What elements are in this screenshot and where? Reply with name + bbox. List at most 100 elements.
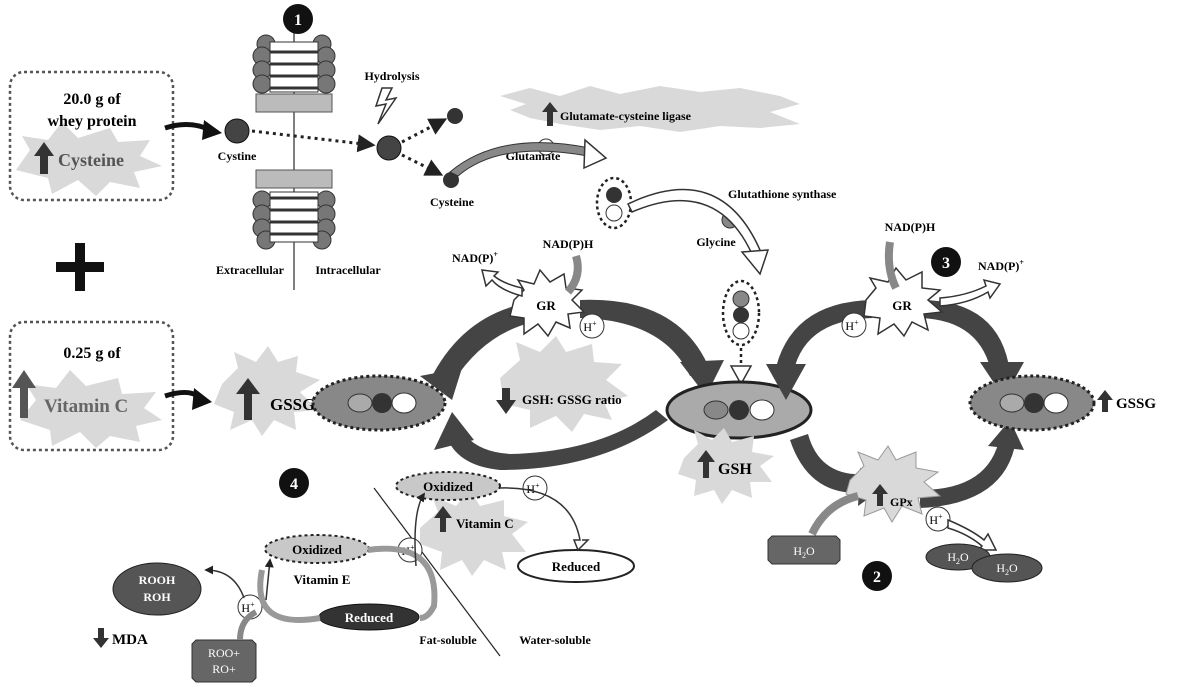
molecule-white xyxy=(1043,392,1069,414)
hplus-icon xyxy=(579,313,605,339)
gssg-left-label: GSSG xyxy=(270,395,315,414)
arrow-icon xyxy=(564,254,582,295)
arrow-icon xyxy=(237,609,258,641)
glycine-label: Glycine xyxy=(696,235,736,249)
up-arrow-icon xyxy=(542,102,558,126)
up-arrow-icon xyxy=(872,484,888,506)
nadp-left-label: NAD(P)+ xyxy=(452,250,498,265)
hollow-arrow-icon xyxy=(264,558,274,601)
membrane-divider xyxy=(373,487,501,657)
up-arrow-icon xyxy=(236,378,260,420)
h2o-label: H2O xyxy=(947,550,969,566)
synthase-label: Glutathione synthase xyxy=(728,187,837,201)
arrowhead-icon xyxy=(434,412,474,450)
molecule-dark xyxy=(606,187,622,203)
cycle-arrow-icon xyxy=(580,299,710,376)
roo-label: ROO+ xyxy=(208,646,240,660)
arrowhead-icon xyxy=(583,138,608,170)
hplus-label: H+ xyxy=(583,319,597,334)
reduced-c-label: Reduced xyxy=(552,559,601,574)
nadph-right-label: NAD(P)H xyxy=(885,220,936,234)
vitamin-c-box: 0.25 g of Vitamin C xyxy=(8,320,175,452)
cystine-label: Cystine xyxy=(218,149,257,163)
molecule-gray xyxy=(347,393,373,413)
down-arrow-icon xyxy=(496,388,516,414)
whey-amount-text: 20.0 g of xyxy=(63,91,121,108)
hplus-icon xyxy=(925,506,951,532)
up-arrow-icon xyxy=(697,450,715,478)
h2o-label: H2O xyxy=(996,561,1018,577)
molecule-dark xyxy=(729,400,749,420)
arrowhead-icon xyxy=(680,360,724,396)
hplus-icon xyxy=(841,312,867,338)
molecule-gray xyxy=(999,393,1025,413)
ligase-label: Glutamate-cysteine ligase xyxy=(560,109,692,123)
down-arrow-icon xyxy=(93,628,109,648)
hplus-label: H+ xyxy=(526,481,540,496)
gr-left-burst xyxy=(509,268,586,338)
cysteine-label: Cysteine xyxy=(430,195,475,209)
svg-text:H2O: H2O xyxy=(793,544,815,560)
mda-label: MDA xyxy=(112,632,148,648)
fat-soluble-label: Fat-soluble xyxy=(419,633,477,647)
arrow-icon xyxy=(257,569,321,623)
gr-right-label: GR xyxy=(892,298,912,313)
plus-icon xyxy=(56,243,104,291)
whey-name-text: whey protein xyxy=(47,113,136,130)
cycle-arrow-icon xyxy=(790,434,870,493)
nadp-right-label: NAD(P)+ xyxy=(978,258,1024,273)
oxidized-e-label: Oxidized xyxy=(292,542,343,557)
vitamin-c-center-burst xyxy=(420,490,528,576)
arrowhead-icon xyxy=(988,420,1024,450)
arrowhead-icon xyxy=(202,120,222,140)
ratio-burst xyxy=(500,336,628,432)
molecule-white xyxy=(391,392,417,414)
rooh-ellipse xyxy=(112,562,202,616)
glutamate-label: Glutamate xyxy=(506,149,561,163)
up-arrow-icon xyxy=(34,142,54,174)
vitamin-c-text: Vitamin C xyxy=(44,396,128,417)
membrane-transporter: Extracellular Intracellular xyxy=(216,30,381,290)
arrowhead-icon xyxy=(740,249,770,276)
hydrolysis-label: Hydrolysis xyxy=(364,69,419,83)
cysteine-molecule xyxy=(443,172,459,188)
arrow-icon xyxy=(808,492,860,536)
nadph-left-label: NAD(P)H xyxy=(543,237,594,251)
svg-text:4: 4 xyxy=(290,476,298,493)
cysteine-molecule xyxy=(447,108,463,124)
cycle-arrow-icon xyxy=(920,300,1010,376)
svg-text:2: 2 xyxy=(873,569,881,586)
up-arrow-icon xyxy=(12,370,36,418)
svg-text:3: 3 xyxy=(942,255,950,272)
extracellular-label: Extracellular xyxy=(216,263,285,277)
arrowhead-icon xyxy=(420,368,462,400)
cystine-molecule xyxy=(224,118,250,144)
cycle-arrow-icon xyxy=(920,436,1016,508)
reduced-c-ellipse xyxy=(517,549,635,583)
arrowhead-icon xyxy=(766,364,806,400)
cysteine-burst xyxy=(16,122,162,196)
rooh-label: ROOH xyxy=(139,573,176,587)
cystine-molecule xyxy=(376,135,402,161)
hollow-arrow-icon xyxy=(939,278,1002,307)
h2o-ellipse xyxy=(971,553,1043,583)
gpx-burst xyxy=(845,445,942,523)
step-1-badge: 1 xyxy=(283,4,313,34)
intracellular-label: Intracellular xyxy=(315,263,381,277)
vitamin-c-burst xyxy=(20,370,162,448)
hollow-arrow-icon xyxy=(947,518,998,551)
vitc-amount-text: 0.25 g of xyxy=(63,345,121,362)
h2o2-badge: H2O xyxy=(767,535,841,565)
hplus-label: H+ xyxy=(929,512,943,527)
arrow-icon xyxy=(884,241,900,290)
cysteine-text: Cysteine xyxy=(58,150,124,170)
vitamin-c-center-label: Vitamin C xyxy=(456,516,514,531)
ratio-label: GSH: GSSG ratio xyxy=(522,392,622,407)
molecule-gray xyxy=(732,290,750,308)
cycle-arrow-icon xyxy=(448,410,668,470)
gsh-burst xyxy=(678,428,774,504)
molecule-dark xyxy=(1024,393,1044,413)
roo-badge: ROO+ RO+ xyxy=(191,639,257,683)
reduced-e-label: Reduced xyxy=(345,610,394,625)
